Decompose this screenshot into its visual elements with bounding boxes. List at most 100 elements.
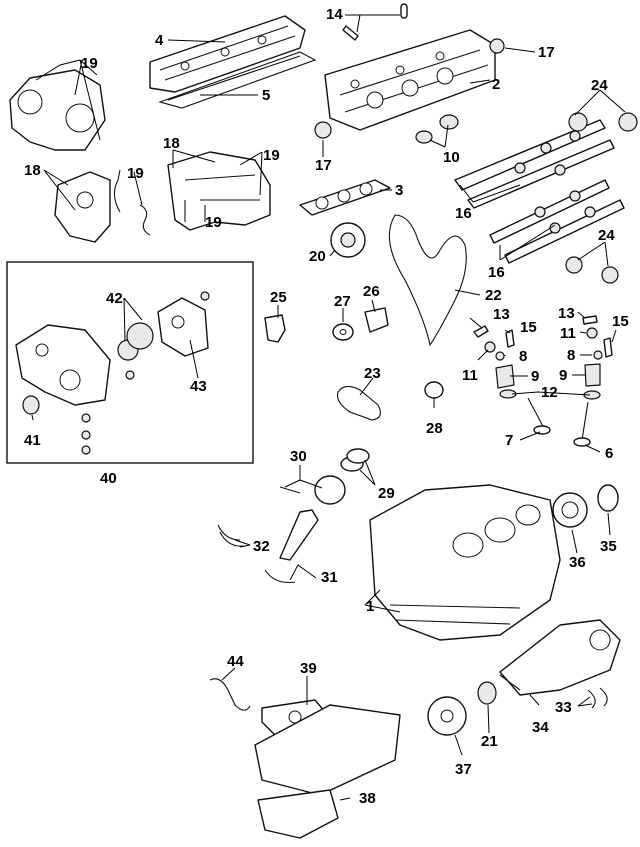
oil-pump-gears-part (117, 322, 154, 361)
callout-2: 2 (492, 76, 500, 93)
callout-20: 20 (309, 248, 326, 265)
callout-19b: 19 (127, 165, 144, 182)
valve-cover-gasket-part (158, 51, 317, 109)
callout-21: 21 (481, 733, 498, 750)
callout-18a: 18 (24, 162, 41, 179)
relief-plug-part (200, 291, 210, 301)
thrust-washers-part (587, 687, 608, 709)
callout-31: 31 (321, 569, 338, 586)
valvetrain-left-part (473, 325, 551, 435)
connecting-rod-part (264, 509, 319, 584)
piston-part (279, 475, 346, 505)
callout-14: 14 (326, 6, 343, 23)
rear-main-seal-part (597, 484, 619, 512)
relief-valve-parts (81, 413, 91, 455)
callout-41: 41 (24, 432, 41, 449)
piston-rings-part (340, 448, 370, 472)
callout-13a: 13 (493, 306, 510, 323)
callout-23: 23 (364, 365, 381, 382)
timing-cover-upper-part (9, 69, 106, 151)
callout-32: 32 (253, 538, 270, 555)
callout-3: 3 (395, 182, 403, 199)
small-gear-part (125, 370, 135, 380)
oil-pump-cover-part (157, 297, 209, 357)
callout-19c: 19 (263, 147, 280, 164)
rear-seal-retainer-part (552, 492, 588, 528)
callout-6: 6 (605, 445, 613, 462)
drive-belt-part (336, 385, 381, 421)
pulley-28-part (424, 381, 444, 399)
callout-44: 44 (227, 653, 244, 670)
callout-39: 39 (300, 660, 317, 677)
callout-13b: 13 (558, 305, 575, 322)
callout-25: 25 (270, 289, 287, 306)
tensioner-pulley-part (332, 323, 354, 341)
rod-bearings-part (217, 524, 246, 547)
callout-7: 7 (505, 432, 513, 449)
callout-36: 36 (569, 554, 586, 571)
plug-left-part (314, 121, 332, 139)
callout-1: 1 (366, 598, 374, 615)
callout-22: 22 (485, 287, 502, 304)
crank-sprocket-part (477, 681, 497, 705)
callout-28: 28 (426, 420, 443, 437)
plug-top-part (489, 38, 505, 54)
callout-11a: 11 (462, 367, 478, 384)
callout-24a: 24 (591, 77, 608, 94)
callout-16a: 16 (455, 205, 472, 222)
callout-27: 27 (334, 293, 351, 310)
callout-34: 34 (532, 719, 549, 736)
leader-lines (31, 14, 626, 801)
cam-sprockets-part (565, 112, 638, 284)
head-gasket-part (299, 179, 391, 216)
callout-19d: 19 (205, 214, 222, 231)
callout-18b: 18 (163, 135, 180, 152)
callout-19a: 19 (81, 55, 98, 72)
timing-cover-plate-part (167, 151, 271, 231)
callout-30: 30 (290, 448, 307, 465)
callout-35: 35 (600, 538, 617, 555)
engine-block-part (369, 484, 561, 641)
callout-10: 10 (443, 149, 460, 166)
callout-5: 5 (262, 87, 270, 104)
oil-pump-assembly-part (15, 324, 111, 406)
tensioner-arm-part (364, 307, 389, 333)
callout-8a: 8 (519, 348, 527, 365)
cylinder-head-part (324, 29, 496, 131)
dowel-pins-part (342, 3, 408, 41)
callout-37: 37 (455, 761, 472, 778)
timing-cover-lower-part (54, 171, 111, 243)
callout-9a: 9 (531, 368, 539, 385)
callout-26: 26 (363, 283, 380, 300)
oil-pump-group-box (6, 261, 254, 464)
oil-pickup-tube-part (209, 678, 251, 711)
callout-17a: 17 (538, 44, 555, 61)
callout-17b: 17 (315, 157, 332, 174)
oil-pan-part (254, 704, 401, 839)
callout-40: 40 (100, 470, 117, 487)
cover-gasket-pieces (113, 179, 151, 236)
tensioner-part (264, 314, 286, 343)
valve-cover-part (149, 15, 306, 93)
callout-12: 12 (541, 384, 558, 401)
callout-15b: 15 (612, 313, 629, 330)
timing-belt-part (388, 214, 467, 347)
callout-15a: 15 (520, 319, 537, 336)
callout-24b: 24 (598, 227, 615, 244)
callout-9b: 9 (559, 367, 567, 384)
idler-pulley-part (330, 222, 366, 258)
valvetrain-right-part (573, 315, 613, 447)
callout-29: 29 (378, 485, 395, 502)
oil-seal-41-part (22, 395, 40, 415)
callout-38: 38 (359, 790, 376, 807)
crank-pulley-part (427, 696, 467, 736)
callout-33: 33 (555, 699, 572, 716)
crankshaft-part (499, 619, 621, 696)
callout-11b: 11 (560, 325, 576, 342)
seal-parts (415, 114, 459, 144)
callout-16b: 16 (488, 264, 505, 281)
callout-8b: 8 (567, 347, 575, 364)
callout-43: 43 (190, 378, 207, 395)
